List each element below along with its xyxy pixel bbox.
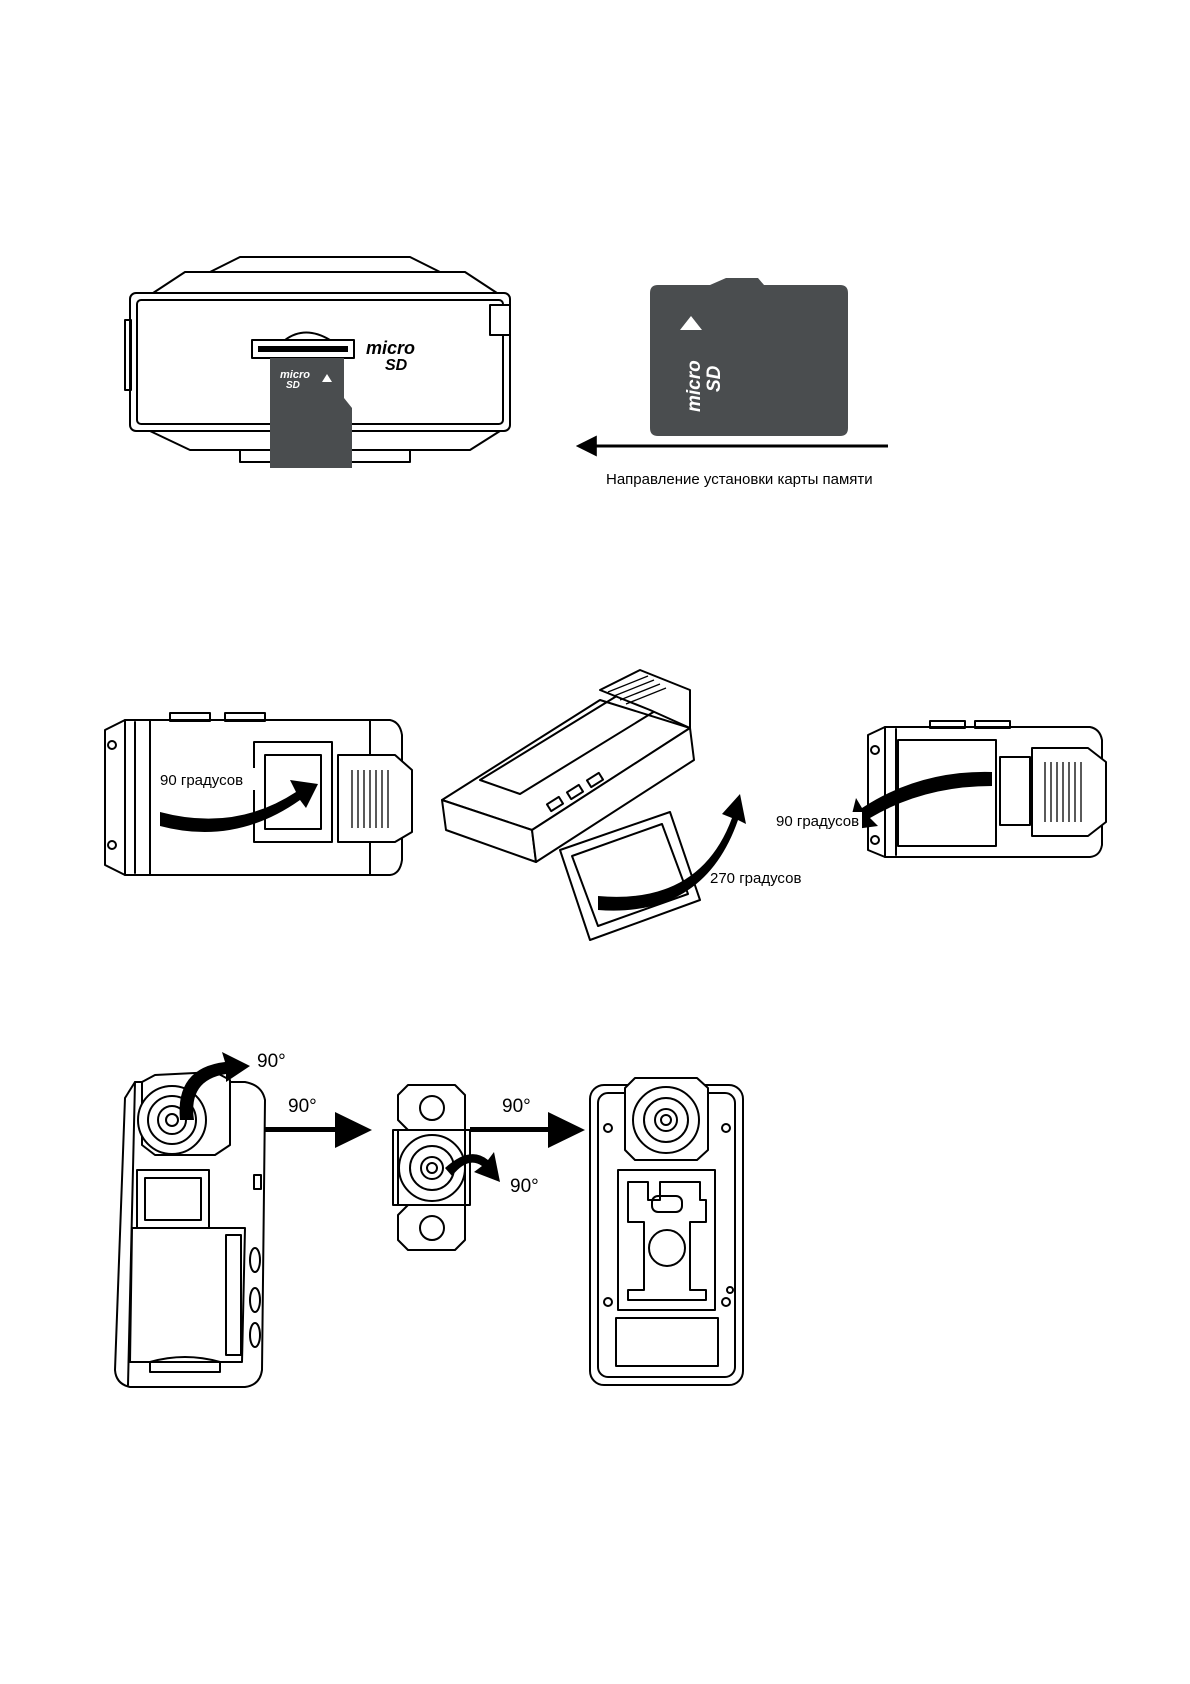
inserted-sd-card — [270, 358, 352, 468]
device-micro-logo-top: micro — [366, 338, 415, 358]
rotate-90-arrow-right — [848, 771, 992, 830]
card-triangle-icon — [680, 316, 702, 330]
lens-module-middle: 90° — [392, 1084, 539, 1251]
lens-rotate-arrow — [179, 1052, 250, 1120]
device-side-right: 90 градусов — [774, 720, 1107, 858]
label-90-right: 90 градусов — [776, 813, 859, 830]
card-micro-logo-bottom: SD — [704, 365, 725, 392]
device-micro-logo-bottom: SD — [385, 357, 408, 374]
device-side-left: 90 градусов — [104, 712, 413, 876]
label-270: 270 градусов — [710, 870, 801, 887]
label-lens-spin: 90° — [510, 1176, 539, 1197]
camera-back-right — [589, 1077, 744, 1386]
step-arrow-2: 90° — [470, 1096, 585, 1148]
device-opened-center: 270 градусов — [441, 669, 801, 941]
label-lens-rotate: 90° — [257, 1051, 286, 1072]
label-step-arrow-2: 90° — [502, 1096, 531, 1117]
microsd-card: micro SD — [650, 278, 848, 436]
label-step-arrow-1: 90° — [288, 1096, 317, 1117]
svg-text:micro: micro — [280, 369, 310, 381]
figure-screen-rotation: 90 градусов 270 градусов — [104, 669, 1107, 941]
camera-front-left: 90° — [114, 1051, 286, 1388]
step-arrow-1: 90° — [265, 1096, 372, 1148]
card-micro-logo-top: micro — [684, 360, 705, 412]
figure-lens-rotation: 90° 90° 90° 90° — [114, 1051, 744, 1388]
figure-sd-card-insertion: micro SD micro SD micro SD Направление у… — [124, 256, 888, 488]
device-top-view: micro SD micro SD — [124, 256, 511, 468]
lens-spin-arrow — [445, 1152, 500, 1182]
rotate-270-arrow — [598, 794, 746, 911]
label-90-left: 90 градусов — [160, 772, 243, 789]
rotate-90-arrow-left — [160, 780, 318, 833]
insertion-caption: Направление установки карты памяти — [606, 471, 873, 488]
svg-text:SD: SD — [286, 380, 300, 391]
